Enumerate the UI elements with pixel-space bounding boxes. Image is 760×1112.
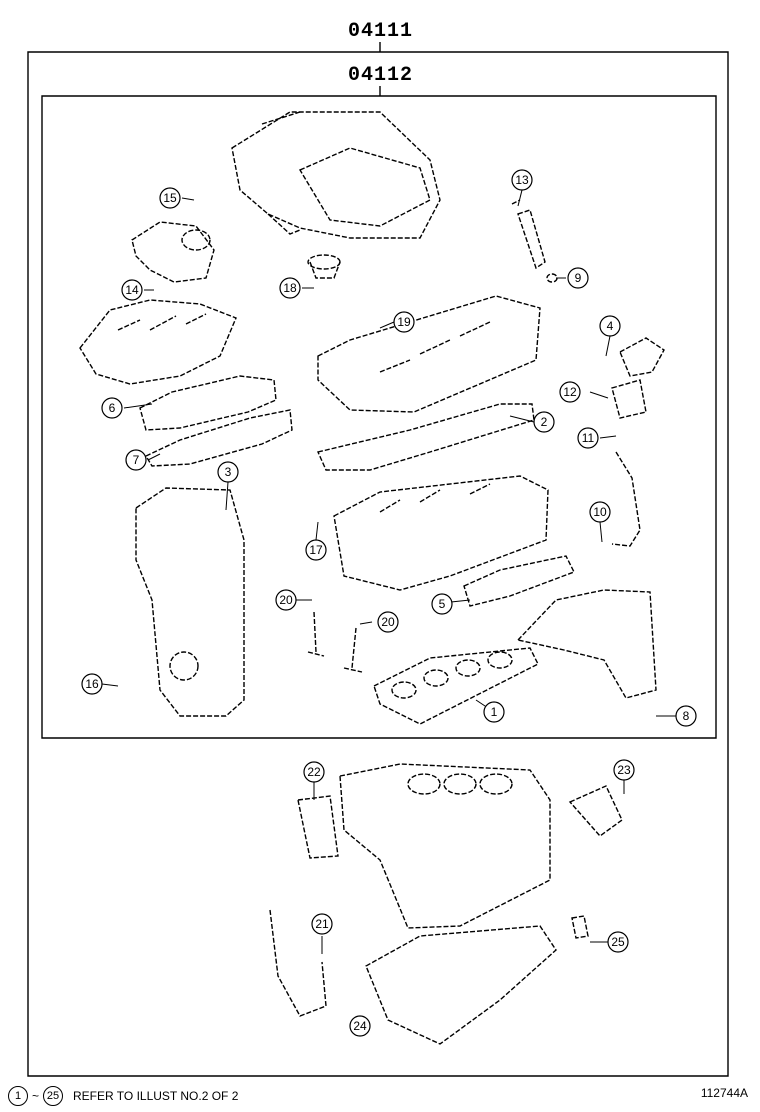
- exhaust-gasket-drawing: [463, 555, 575, 607]
- range-start-badge: 1: [8, 1086, 28, 1106]
- head-gasket-drawing: [373, 647, 539, 725]
- footer-note-text: REFER TO ILLUST NO.2 OF 2: [73, 1089, 239, 1103]
- valves-drawing: [307, 611, 363, 673]
- intake-manifold-drawing: [79, 299, 237, 385]
- callout-10-label: 10: [593, 505, 607, 519]
- outer-group-code: 04111: [348, 20, 414, 43]
- callout-9: 9: [567, 267, 589, 289]
- dipstick-guide-drawing: [611, 451, 641, 547]
- callout-1-label: 1: [491, 705, 498, 719]
- footer-note: 1 ~ 25 REFER TO ILLUST NO.2 OF 2: [8, 1086, 238, 1106]
- head-cover-drawing: [317, 295, 541, 413]
- callout-11-label: 11: [582, 431, 595, 445]
- callout-12-label: 12: [563, 385, 577, 399]
- callout-22: 22: [303, 761, 325, 783]
- callout-22-label: 22: [307, 765, 321, 779]
- callout-10: 10: [589, 501, 611, 523]
- range-separator: ~: [32, 1089, 40, 1103]
- timing-cover-drawing: [135, 487, 245, 717]
- callout-8: 8: [675, 705, 697, 727]
- callout-13-label: 13: [515, 173, 529, 187]
- callout-20a-label: 20: [279, 593, 293, 607]
- outer-group-frame: [27, 42, 729, 1077]
- head-cover-gasket-drawing: [317, 403, 535, 471]
- callout-17: 17: [305, 539, 327, 561]
- intake-gasket-drawing: [139, 375, 293, 467]
- callout-8-label: 8: [683, 709, 690, 723]
- injector-drawing: [511, 199, 558, 283]
- rear-gasket-drawing: [297, 795, 339, 859]
- callout-24-label: 24: [353, 1019, 367, 1033]
- callout-2: 2: [533, 411, 555, 433]
- inner-group-code: 04112: [348, 64, 414, 87]
- oil-strainer-drawing: [269, 909, 327, 1017]
- callout-25: 25: [607, 931, 629, 953]
- drain-plug-drawing: [571, 915, 589, 939]
- callout-21-label: 21: [315, 917, 329, 931]
- water-outlet-drawing: [611, 337, 665, 419]
- callout-20b-label: 20: [381, 615, 395, 629]
- callout-15: 15: [159, 187, 181, 209]
- exhaust-manifold-drawing: [516, 589, 657, 699]
- callout-3-label: 3: [225, 465, 232, 479]
- seal-retainer-drawing: [568, 785, 623, 837]
- callout-18: 18: [279, 277, 301, 299]
- callout-2-label: 2: [541, 415, 548, 429]
- callout-16: 16: [81, 673, 103, 695]
- inner-group-frame: [41, 86, 717, 739]
- callout-5-label: 5: [439, 597, 446, 611]
- callout-19: 19: [393, 311, 415, 333]
- callout-3: 3: [217, 461, 239, 483]
- callout-5: 5: [431, 593, 453, 615]
- callout-11: 11: [577, 427, 599, 449]
- callout-16-label: 16: [85, 677, 99, 691]
- callout-20a: 20: [275, 589, 297, 611]
- callout-18-label: 18: [283, 281, 297, 295]
- callout-23: 23: [613, 759, 635, 781]
- cylinder-head-drawing: [333, 475, 549, 591]
- cylinder-block-drawing: [339, 763, 551, 929]
- callout-12: 12: [559, 381, 581, 403]
- range-end-badge: 25: [43, 1086, 64, 1106]
- callout-14-label: 14: [125, 283, 139, 297]
- callout-15-label: 15: [163, 191, 177, 205]
- callout-4: 4: [599, 315, 621, 337]
- callout-1: 1: [483, 701, 505, 723]
- oil-filler-cap-drawing: [307, 254, 341, 279]
- callout-21: 21: [311, 913, 333, 935]
- callout-7-label: 7: [133, 453, 140, 467]
- callout-20b: 20: [377, 611, 399, 633]
- callout-13: 13: [511, 169, 533, 191]
- drawing-code: 112744A: [700, 1086, 748, 1100]
- callout-6-label: 6: [109, 401, 116, 415]
- engine-cover-drawing: [231, 111, 441, 239]
- oil-pan-drawing: [365, 925, 557, 1045]
- callout-6: 6: [101, 397, 123, 419]
- callout-14: 14: [121, 279, 143, 301]
- callout-7: 7: [125, 449, 147, 471]
- callout-4-label: 4: [607, 319, 614, 333]
- callout-9-label: 9: [575, 271, 582, 285]
- intake-upper-drawing: [131, 221, 215, 283]
- callout-24: 24: [349, 1015, 371, 1037]
- callout-23-label: 23: [617, 763, 631, 777]
- leader-lines: [101, 189, 676, 1022]
- callout-17-label: 17: [309, 543, 323, 557]
- callout-25-label: 25: [611, 935, 625, 949]
- callout-19-label: 19: [397, 315, 411, 329]
